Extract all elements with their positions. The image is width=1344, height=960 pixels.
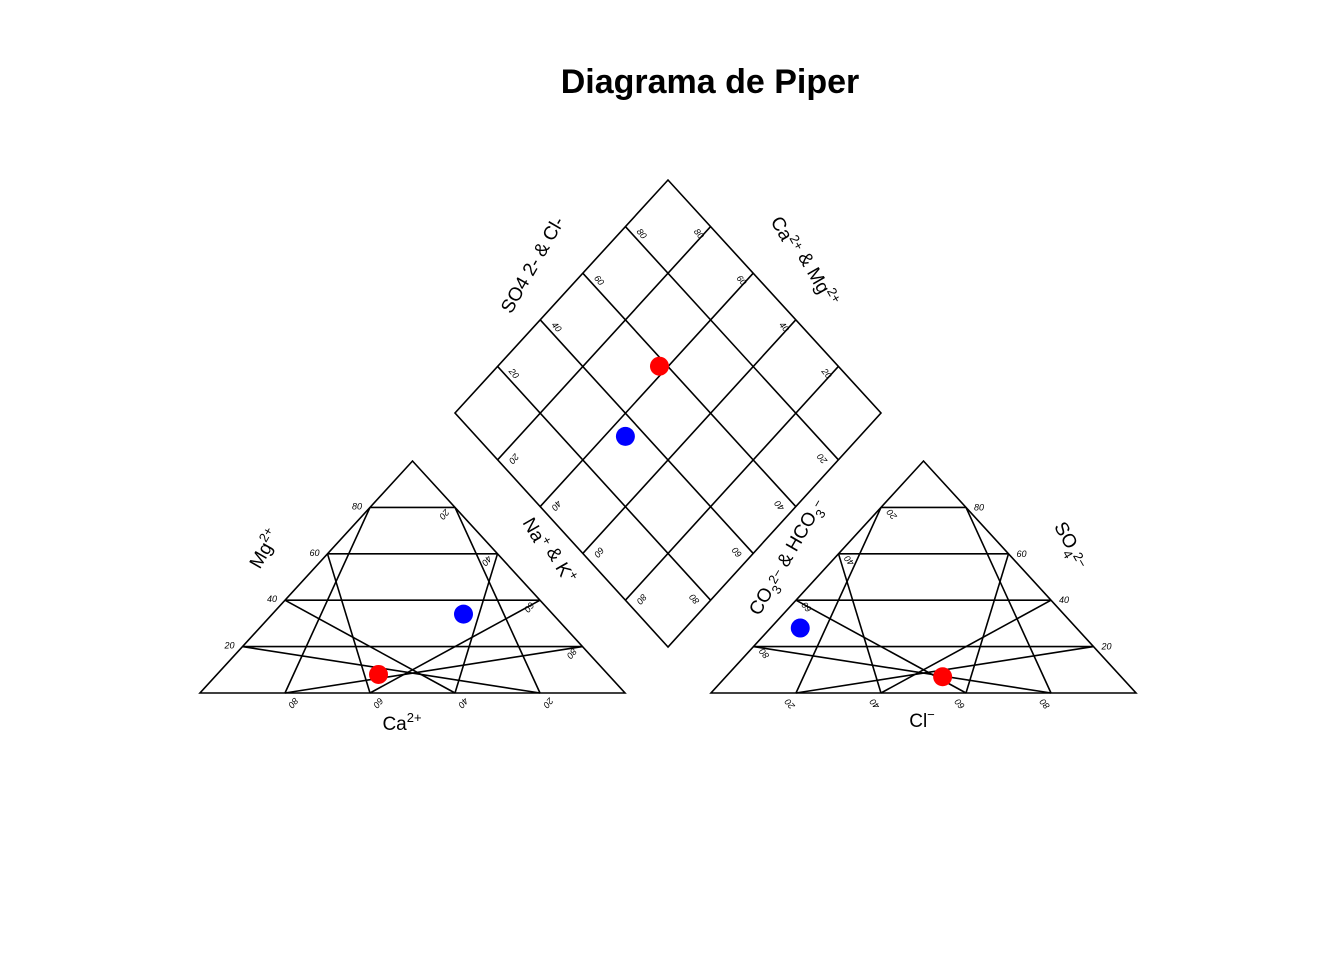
- anion-triangle-outline: [709, 459, 1138, 694]
- cation-triangle-gridline: [284, 645, 583, 694]
- grid: [198, 178, 1138, 694]
- diamond-camg-tick: 20: [819, 366, 834, 381]
- chart-title: Diagrama de Piper: [561, 63, 860, 101]
- cl-tick: 80: [1038, 697, 1052, 711]
- diamond-gridline: [624, 365, 839, 601]
- co3-tick: 80: [757, 646, 771, 660]
- diamond-point: [649, 356, 669, 376]
- diamond-na-tick: 60: [592, 545, 606, 559]
- diamond-gridline: [624, 226, 839, 461]
- diamond-na-tick: 40: [549, 498, 563, 512]
- anion-point: [933, 667, 953, 687]
- diamond-gridline: [497, 365, 712, 601]
- mg-axis-label: Mg2+: [242, 524, 284, 572]
- diamond-camg-tick: 80: [692, 227, 706, 241]
- co3-tick: 60: [800, 600, 814, 614]
- cl-tick: 60: [953, 697, 967, 711]
- mg-tick: 60: [309, 548, 319, 558]
- diamond-outline: [453, 178, 883, 649]
- axis-labels: SO4 2- & Cl- Ca2+Mg2+Na+ & K+Cl−SO42−CO3…: [242, 208, 1092, 735]
- so4-tick: 80: [974, 502, 984, 512]
- diamond-gridline: [497, 226, 712, 461]
- cation-point: [454, 604, 473, 624]
- cation-triangle-gridline: [242, 645, 541, 694]
- ca-tick: 40: [456, 696, 470, 710]
- na-tick: 60: [522, 600, 536, 614]
- diamond-co3-tick: 80: [687, 592, 701, 606]
- diamond-camg-tick: 60: [734, 273, 748, 287]
- diamond-co3-tick: 40: [772, 498, 786, 512]
- diamond-gridline: [582, 319, 797, 554]
- diamond-camg-tick: 40: [777, 320, 791, 334]
- cation-triangle-outline: [198, 459, 627, 694]
- cl-tick: 40: [868, 697, 882, 711]
- diamond-gridline: [539, 319, 754, 554]
- na-tick: 80: [565, 646, 579, 660]
- cation-triangle-gridline: [369, 599, 541, 694]
- co3-tick: 20: [885, 507, 900, 522]
- diamond-gridline: [582, 272, 797, 508]
- ca-tick: 80: [286, 696, 300, 710]
- mg-tick: 20: [223, 641, 234, 651]
- diamond-ca-mg-label: Ca2+ & Mg2+: [766, 208, 845, 313]
- diamond-so4cl-tick: 80: [635, 227, 649, 241]
- mg-tick: 80: [352, 501, 362, 511]
- na-tick: 40: [480, 554, 494, 568]
- co3-tick: 40: [842, 554, 856, 568]
- so4-tick: 40: [1059, 595, 1069, 605]
- diamond-so4cl-tick: 60: [592, 273, 606, 287]
- anion-triangle-gridline: [965, 507, 1052, 694]
- cation-triangle-gridline: [326, 553, 371, 694]
- cl-tick: 20: [783, 697, 798, 712]
- cl-axis-label: Cl−: [909, 707, 935, 732]
- na-k-axis-label: Na+ & K+: [518, 509, 583, 590]
- ca-tick: 20: [541, 695, 556, 710]
- diamond-co3-tick: 20: [815, 452, 830, 467]
- cation-triangle-gridline: [454, 507, 541, 694]
- diamond-point: [615, 426, 635, 446]
- diamond-na-tick: 20: [507, 451, 522, 466]
- ca-tick: 60: [371, 696, 385, 710]
- cation-triangle-gridline: [454, 553, 499, 694]
- diamond-co3-tick: 60: [730, 545, 744, 559]
- cation-point: [369, 664, 388, 684]
- anion-point: [790, 618, 810, 638]
- na-tick: 20: [437, 507, 452, 522]
- ca-axis-label: Ca2+: [382, 710, 421, 735]
- diamond-gridline: [539, 272, 754, 508]
- anion-triangle-gridline: [837, 553, 882, 694]
- so4-tick: 60: [1017, 549, 1027, 559]
- diamond-so4-cl-label: SO4 2- & Cl-: [497, 213, 569, 317]
- data-points: [369, 356, 953, 687]
- so4-tick: 20: [1101, 642, 1112, 652]
- diamond-na-tick: 80: [635, 592, 649, 606]
- cation-triangle-gridline: [284, 599, 456, 694]
- anion-triangle-gridline: [753, 645, 1052, 694]
- diamond-so4cl-tick: 40: [549, 320, 563, 334]
- so4-axis-label: SO42−: [1046, 519, 1092, 574]
- anion-triangle-gridline: [965, 553, 1010, 694]
- anion-triangle-gridline: [880, 599, 1052, 694]
- mg-tick: 40: [267, 594, 277, 604]
